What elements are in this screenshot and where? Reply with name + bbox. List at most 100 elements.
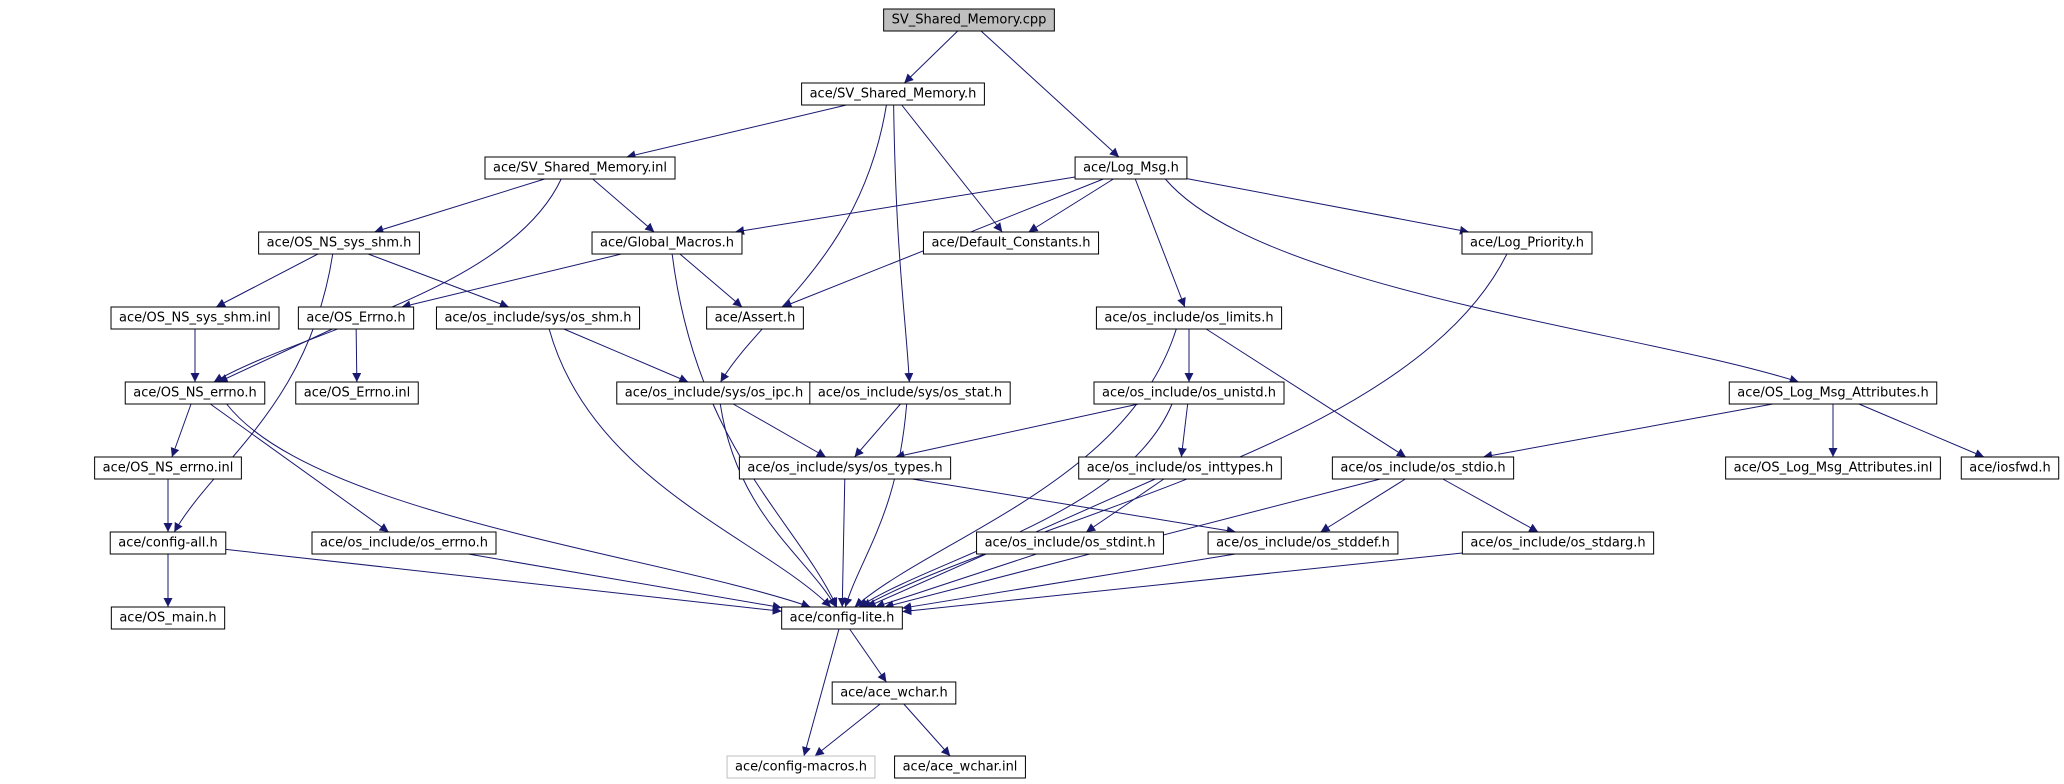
node-label: ace/os_include/sys/os_stat.h bbox=[818, 386, 1002, 401]
edge-unistd-to-sys_types bbox=[895, 403, 1139, 460]
node-errno_inl[interactable]: ace/OS_Errno.inl bbox=[295, 381, 419, 405]
node-stdint[interactable]: ace/os_include/os_stdint.h bbox=[976, 531, 1164, 555]
node-inttypes[interactable]: ace/os_include/os_inttypes.h bbox=[1078, 456, 1282, 480]
node-stdio[interactable]: ace/os_include/os_stdio.h bbox=[1331, 456, 1515, 480]
edge-cfg_lite-to-wchar_h bbox=[849, 628, 887, 683]
node-label: ace/OS_NS_sys_shm.h bbox=[267, 236, 412, 251]
edge-errno_h-to-errno_inl bbox=[352, 328, 362, 383]
node-cfg_lite[interactable]: ace/config-lite.h bbox=[781, 606, 903, 630]
node-lm_attr_inl[interactable]: ace/OS_Log_Msg_Attributes.inl bbox=[1725, 456, 1941, 480]
node-ns_shm_inl[interactable]: ace/OS_NS_sys_shm.inl bbox=[110, 306, 280, 330]
node-iosfwd[interactable]: ace/iosfwd.h bbox=[1960, 456, 2060, 480]
node-label: ace/Log_Msg.h bbox=[1083, 161, 1179, 176]
node-logmsg[interactable]: ace/Log_Msg.h bbox=[1074, 156, 1188, 180]
node-label: ace/config-all.h bbox=[118, 536, 218, 551]
edge-layer bbox=[163, 30, 1985, 757]
node-wchar_inl[interactable]: ace/ace_wchar.inl bbox=[894, 755, 1026, 779]
node-os_main[interactable]: ace/OS_main.h bbox=[110, 606, 226, 630]
node-stdarg[interactable]: ace/os_include/os_stdarg.h bbox=[1461, 531, 1655, 555]
node-box bbox=[809, 381, 1011, 405]
edge-sv_inl-to-ns_shm bbox=[374, 178, 545, 234]
edge-sv_cpp-to-logmsg bbox=[980, 30, 1120, 158]
node-box bbox=[109, 531, 227, 555]
edge-stddef-to-cfg_lite bbox=[902, 553, 1236, 612]
node-box bbox=[976, 531, 1164, 555]
node-sys_types[interactable]: ace/os_include/sys/os_types.h bbox=[738, 456, 952, 480]
node-label: ace/os_include/os_stdio.h bbox=[1340, 461, 1505, 476]
node-os_errno[interactable]: ace/os_include/os_errno.h bbox=[311, 531, 497, 555]
node-label: ace/OS_NS_errno.inl bbox=[103, 461, 234, 476]
edge-logmsg-to-gmacros bbox=[734, 176, 1076, 236]
node-box bbox=[894, 755, 1026, 779]
node-ns_shm[interactable]: ace/OS_NS_sys_shm.h bbox=[258, 231, 420, 255]
node-label: ace/ace_wchar.inl bbox=[903, 760, 1018, 775]
node-label: ace/os_include/sys/os_types.h bbox=[747, 461, 942, 476]
node-label: ace/OS_NS_errno.h bbox=[133, 386, 257, 401]
edge-sv_inl-to-ns_errno bbox=[213, 178, 562, 383]
node-wchar_h[interactable]: ace/ace_wchar.h bbox=[831, 681, 957, 705]
edge-sv_h-to-sys_ipc bbox=[720, 104, 887, 383]
node-label: ace/os_include/os_stdint.h bbox=[985, 536, 1156, 551]
edge-lm_attr-to-stdio bbox=[1483, 403, 1773, 460]
node-lm_attr[interactable]: ace/OS_Log_Msg_Attributes.h bbox=[1728, 381, 1938, 405]
node-sv_cpp[interactable]: SV_Shared_Memory.cpp bbox=[883, 8, 1055, 32]
node-box bbox=[295, 381, 419, 405]
node-defconst[interactable]: ace/Default_Constants.h bbox=[922, 231, 1100, 255]
edge-ns_errno-to-cfg_lite bbox=[226, 403, 811, 609]
node-sys_ipc[interactable]: ace/os_include/sys/os_ipc.h bbox=[616, 381, 812, 405]
node-box bbox=[1725, 456, 1941, 480]
edge-stdio-to-stddef bbox=[1320, 478, 1406, 533]
edge-gmacros-to-errno_h bbox=[401, 253, 622, 310]
node-label: ace/OS_main.h bbox=[119, 611, 216, 626]
edge-sv_h-to-defconst bbox=[901, 104, 1003, 233]
node-label: ace/SV_Shared_Memory.inl bbox=[493, 161, 667, 176]
edge-ns_errno-to-os_errno bbox=[210, 403, 389, 533]
node-unistd[interactable]: ace/os_include/os_unistd.h bbox=[1093, 381, 1285, 405]
node-box bbox=[831, 681, 957, 705]
node-label: ace/os_include/sys/os_shm.h bbox=[444, 311, 631, 326]
edge-lm_attr-to-iosfwd bbox=[1858, 403, 1985, 458]
node-ns_errno[interactable]: ace/OS_NS_errno.h bbox=[124, 381, 266, 405]
edge-ns_errno-to-ns_errno_inl bbox=[170, 403, 192, 458]
node-assert[interactable]: ace/Assert.h bbox=[706, 306, 804, 330]
node-label: ace/os_include/sys/os_ipc.h bbox=[625, 386, 803, 401]
node-limits[interactable]: ace/os_include/os_limits.h bbox=[1095, 306, 1283, 330]
edge-sys_stat-to-sys_types bbox=[854, 403, 901, 458]
edge-ns_shm-to-sys_shm bbox=[368, 253, 509, 309]
node-box bbox=[258, 231, 420, 255]
node-gmacros[interactable]: ace/Global_Macros.h bbox=[591, 231, 743, 255]
node-label: ace/Global_Macros.h bbox=[600, 236, 734, 251]
node-box bbox=[1095, 306, 1283, 330]
node-box bbox=[1093, 381, 1285, 405]
node-label: ace/os_include/os_inttypes.h bbox=[1087, 461, 1274, 476]
node-box bbox=[922, 231, 1100, 255]
node-stddef[interactable]: ace/os_include/os_stddef.h bbox=[1207, 531, 1399, 555]
node-errno_h[interactable]: ace/OS_Errno.h bbox=[297, 306, 415, 330]
node-cfg_macros[interactable]: ace/config-macros.h bbox=[726, 755, 876, 779]
node-box bbox=[1078, 456, 1282, 480]
node-sv_inl[interactable]: ace/SV_Shared_Memory.inl bbox=[484, 156, 676, 180]
node-label: ace/OS_NS_sys_shm.inl bbox=[119, 311, 271, 326]
edge-logmsg-to-logprio bbox=[1186, 178, 1470, 235]
node-cfg_all[interactable]: ace/config-all.h bbox=[109, 531, 227, 555]
edge-inttypes-to-stdint bbox=[1085, 478, 1165, 533]
node-sys_stat[interactable]: ace/os_include/sys/os_stat.h bbox=[809, 381, 1011, 405]
node-box bbox=[1960, 456, 2060, 480]
node-label: ace/config-lite.h bbox=[790, 611, 895, 626]
node-box bbox=[1074, 156, 1188, 180]
edge-cfg_lite-to-cfg_macros bbox=[802, 628, 840, 757]
edge-wchar_h-to-wchar_inl bbox=[903, 703, 951, 757]
node-box bbox=[1461, 231, 1593, 255]
node-sv_h[interactable]: ace/SV_Shared_Memory.h bbox=[801, 82, 985, 106]
edge-gmacros-to-assert bbox=[679, 253, 743, 308]
node-sys_shm[interactable]: ace/os_include/sys/os_shm.h bbox=[435, 306, 641, 330]
edge-cfg_all-to-cfg_lite bbox=[225, 548, 782, 615]
node-ns_errno_inl[interactable]: ace/OS_NS_errno.inl bbox=[94, 456, 242, 480]
node-label: SV_Shared_Memory.cpp bbox=[892, 13, 1047, 28]
node-label: ace/os_include/os_stddef.h bbox=[1216, 536, 1390, 551]
node-logprio[interactable]: ace/Log_Priority.h bbox=[1461, 231, 1593, 255]
edge-logmsg-to-defconst bbox=[1028, 178, 1114, 233]
edge-sv_inl-to-gmacros bbox=[592, 178, 655, 233]
edge-sys_types-to-cfg_lite bbox=[837, 478, 847, 608]
